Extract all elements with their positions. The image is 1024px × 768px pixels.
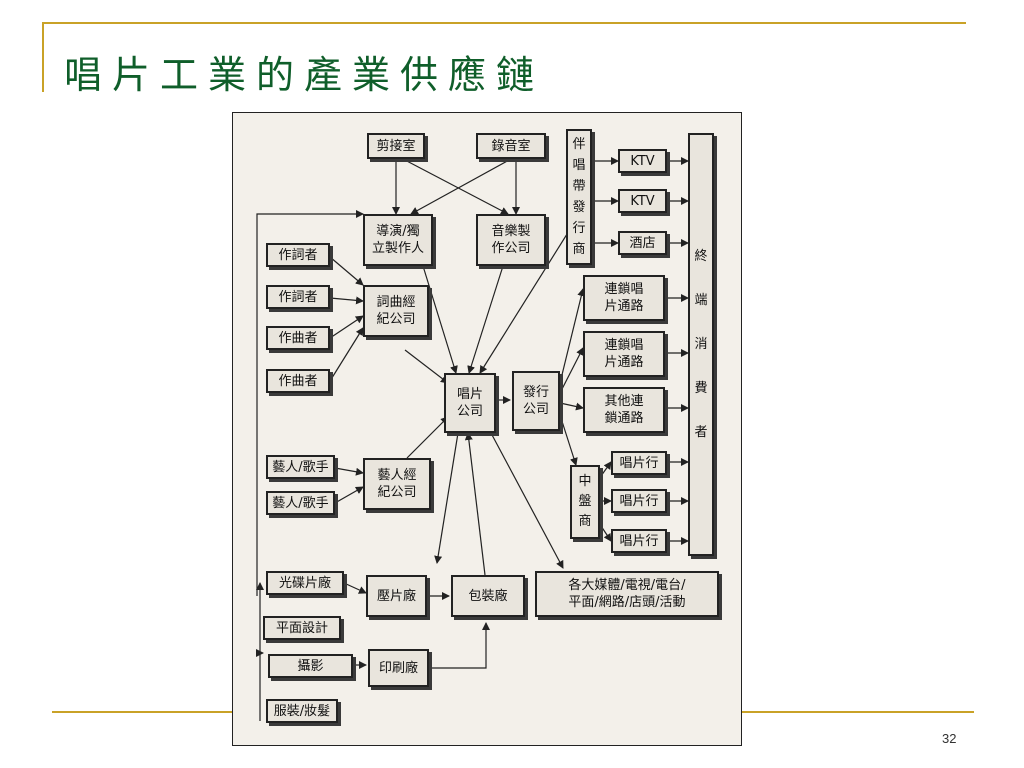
distribution-company-box: 發行 公司 xyxy=(512,371,560,431)
chain-store-box-2: 連鎖唱 片通路 xyxy=(583,331,665,377)
cut-room-box: 剪接室 xyxy=(367,133,425,159)
pressing-plant-box: 壓片廠 xyxy=(366,575,427,617)
printing-plant-box: 印刷廠 xyxy=(368,649,429,687)
composer-box-2: 作曲者 xyxy=(266,369,330,393)
chain-store-box-1: 連鎖唱 片通路 xyxy=(583,275,665,321)
top-rule xyxy=(42,22,966,24)
record-company-box: 唱片 公司 xyxy=(444,373,496,433)
artist-management-box: 藝人經 紀公司 xyxy=(363,458,431,510)
title-accent-bar xyxy=(42,22,44,92)
bottom-rule-right xyxy=(741,711,974,713)
slide-title: 唱片工業的產業供應鏈 xyxy=(64,53,545,97)
packaging-plant-box: 包裝廠 xyxy=(451,575,525,617)
artist-box-1: 藝人/歌手 xyxy=(266,455,335,479)
graphic-design-box: 平面設計 xyxy=(263,616,341,640)
end-consumer-label: 終端消費者 xyxy=(694,248,708,440)
lyricist-box-1: 作詞者 xyxy=(266,243,330,267)
wholesaler-box: 中盤商 xyxy=(570,465,600,539)
supply-chain-diagram: 剪接室 錄音室 導演/獨 立製作人 音樂製 作公司 伴唱帶發行商 KTV KTV… xyxy=(232,112,742,746)
ktv-box-2: KTV xyxy=(618,189,667,213)
page-number: 32 xyxy=(942,731,957,746)
connector-arrows xyxy=(256,157,689,721)
record-shop-box-3: 唱片行 xyxy=(611,529,667,553)
karaoke-distributor-label: 伴唱帶發行商 xyxy=(572,137,586,257)
director-box: 導演/獨 立製作人 xyxy=(363,214,433,266)
lyricist-box-2: 作詞者 xyxy=(266,285,330,309)
wholesaler-label: 中盤商 xyxy=(578,474,592,529)
styling-box: 服裝/妝髮 xyxy=(266,699,338,723)
karaoke-distributor-box: 伴唱帶發行商 xyxy=(566,129,592,265)
record-shop-box-2: 唱片行 xyxy=(611,489,667,513)
cd-factory-box: 光碟片廠 xyxy=(266,571,344,595)
artist-box-2: 藝人/歌手 xyxy=(266,491,335,515)
composer-box-1: 作曲者 xyxy=(266,326,330,350)
bottom-rule-left xyxy=(52,711,232,713)
end-consumer-box: 終端消費者 xyxy=(688,133,714,556)
photography-box: 攝影 xyxy=(268,654,353,678)
ktv-box-1: KTV xyxy=(618,149,667,173)
record-shop-box-1: 唱片行 xyxy=(611,451,667,475)
media-channels-box: 各大媒體/電視/電台/ 平面/網路/店頭/活動 xyxy=(535,571,719,617)
other-chain-box: 其他連 鎖通路 xyxy=(583,387,665,433)
record-room-box: 錄音室 xyxy=(476,133,546,159)
hotel-box: 酒店 xyxy=(618,231,667,255)
publishing-company-box: 詞曲經 紀公司 xyxy=(363,285,429,337)
music-production-box: 音樂製 作公司 xyxy=(476,214,546,266)
